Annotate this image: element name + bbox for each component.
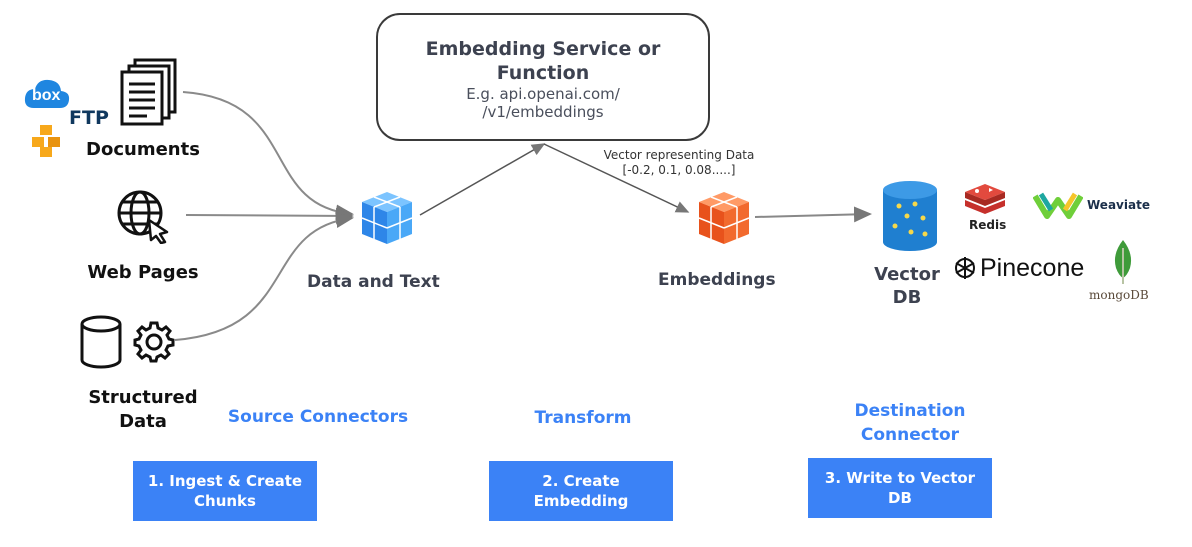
documents-icon: [120, 58, 177, 126]
structured-label-line1: Structured: [88, 387, 198, 408]
box-logo-text: box: [32, 87, 61, 104]
embeddings-cube-icon: [698, 192, 750, 244]
embeddings-label: Embeddings: [658, 270, 776, 290]
pinecone-logo-icon: [955, 257, 975, 279]
arrow-documents-to-data: [182, 91, 354, 221]
gear-icon: [133, 321, 175, 363]
vector-db-label-line2: DB: [892, 287, 922, 308]
aws-storage-icon: [32, 125, 60, 157]
weaviate-logo-icon: [1033, 192, 1083, 219]
service-subtitle-2: /v1/embeddings: [482, 103, 604, 121]
transform-label: Transform: [534, 408, 632, 428]
arrow-web-to-data: [185, 207, 354, 224]
data-and-text-label: Data and Text: [307, 272, 440, 292]
redis-logo-icon: [965, 184, 1005, 214]
box-cloud-icon: box: [24, 76, 70, 118]
service-title: Embedding Service or Function: [425, 38, 661, 84]
pinecone-label: Pinecone: [980, 254, 1085, 282]
vector-db-icon: [883, 181, 937, 251]
embedding-service-box: Embedding Service or Function E.g. api.o…: [376, 13, 710, 141]
structured-data-label: Structured Data: [72, 386, 214, 434]
database-icon: [80, 315, 122, 369]
destination-label-line1: Destination: [854, 401, 966, 421]
vector-note-line2: [-0.2, 0.1, 0.08.....]: [622, 163, 736, 177]
vector-db-label-line1: Vector: [874, 264, 940, 285]
step-1-line2: Chunks: [194, 492, 256, 510]
step-2-line1: 2. Create: [542, 472, 620, 490]
data-cube-icon: [361, 192, 413, 244]
vector-db-label: Vector DB: [866, 263, 948, 309]
mongodb-leaf-icon: [1114, 240, 1132, 284]
step-2-line2: Embedding: [533, 492, 629, 510]
arrow-embeddings-to-db: [754, 206, 872, 223]
destination-label-line2: Connector: [860, 425, 960, 445]
destination-connector-label: Destination Connector: [820, 399, 1000, 447]
step-3-write-vector-db-button[interactable]: 3. Write to Vector DB: [808, 458, 992, 518]
vector-note: Vector representing Data [-0.2, 0.1, 0.0…: [596, 148, 762, 178]
redis-label: Redis: [969, 218, 1007, 232]
service-subtitle-1: E.g. api.openai.com/: [466, 85, 620, 103]
arrow-service-to-embeddings: [543, 143, 690, 213]
arrow-data-to-service: [419, 143, 546, 216]
step-3-line2: DB: [888, 489, 912, 507]
source-connectors-label: Source Connectors: [227, 407, 409, 427]
web-pages-label: Web Pages: [87, 262, 199, 283]
vector-note-line1: Vector representing Data: [603, 148, 755, 162]
step-1-line1: 1. Ingest & Create: [147, 472, 303, 490]
structured-label-line2: Data: [119, 411, 167, 432]
arrow-structured-to-data: [174, 212, 354, 341]
ftp-label: FTP: [69, 107, 109, 129]
step-1-ingest-button[interactable]: 1. Ingest & Create Chunks: [133, 461, 317, 521]
step-3-line1: 3. Write to Vector: [824, 469, 976, 487]
mongodb-label: mongoDB: [1089, 288, 1149, 302]
documents-label: Documents: [86, 139, 200, 160]
weaviate-label: Weaviate: [1087, 198, 1150, 212]
globe-cursor-icon: [117, 190, 169, 244]
step-2-create-embedding-button[interactable]: 2. Create Embedding: [489, 461, 673, 521]
